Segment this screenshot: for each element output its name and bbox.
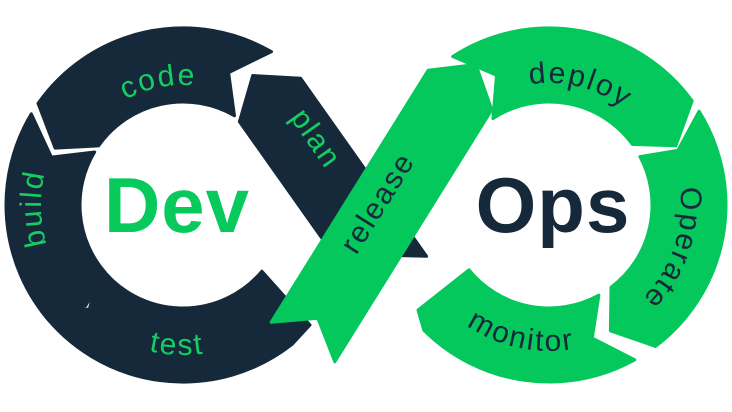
ops-loop	[269, 26, 728, 384]
monitor-arc-segment	[416, 268, 637, 384]
deploy-arc-segment	[451, 26, 694, 148]
operate-arc-segment	[608, 109, 728, 348]
ops-title: Ops	[476, 161, 631, 249]
dev-title: Dev	[104, 161, 250, 249]
test-label: test	[147, 326, 205, 363]
code-arc-segment	[36, 26, 273, 150]
test-arc-segment	[40, 265, 312, 384]
release-band-arrow	[269, 63, 494, 364]
